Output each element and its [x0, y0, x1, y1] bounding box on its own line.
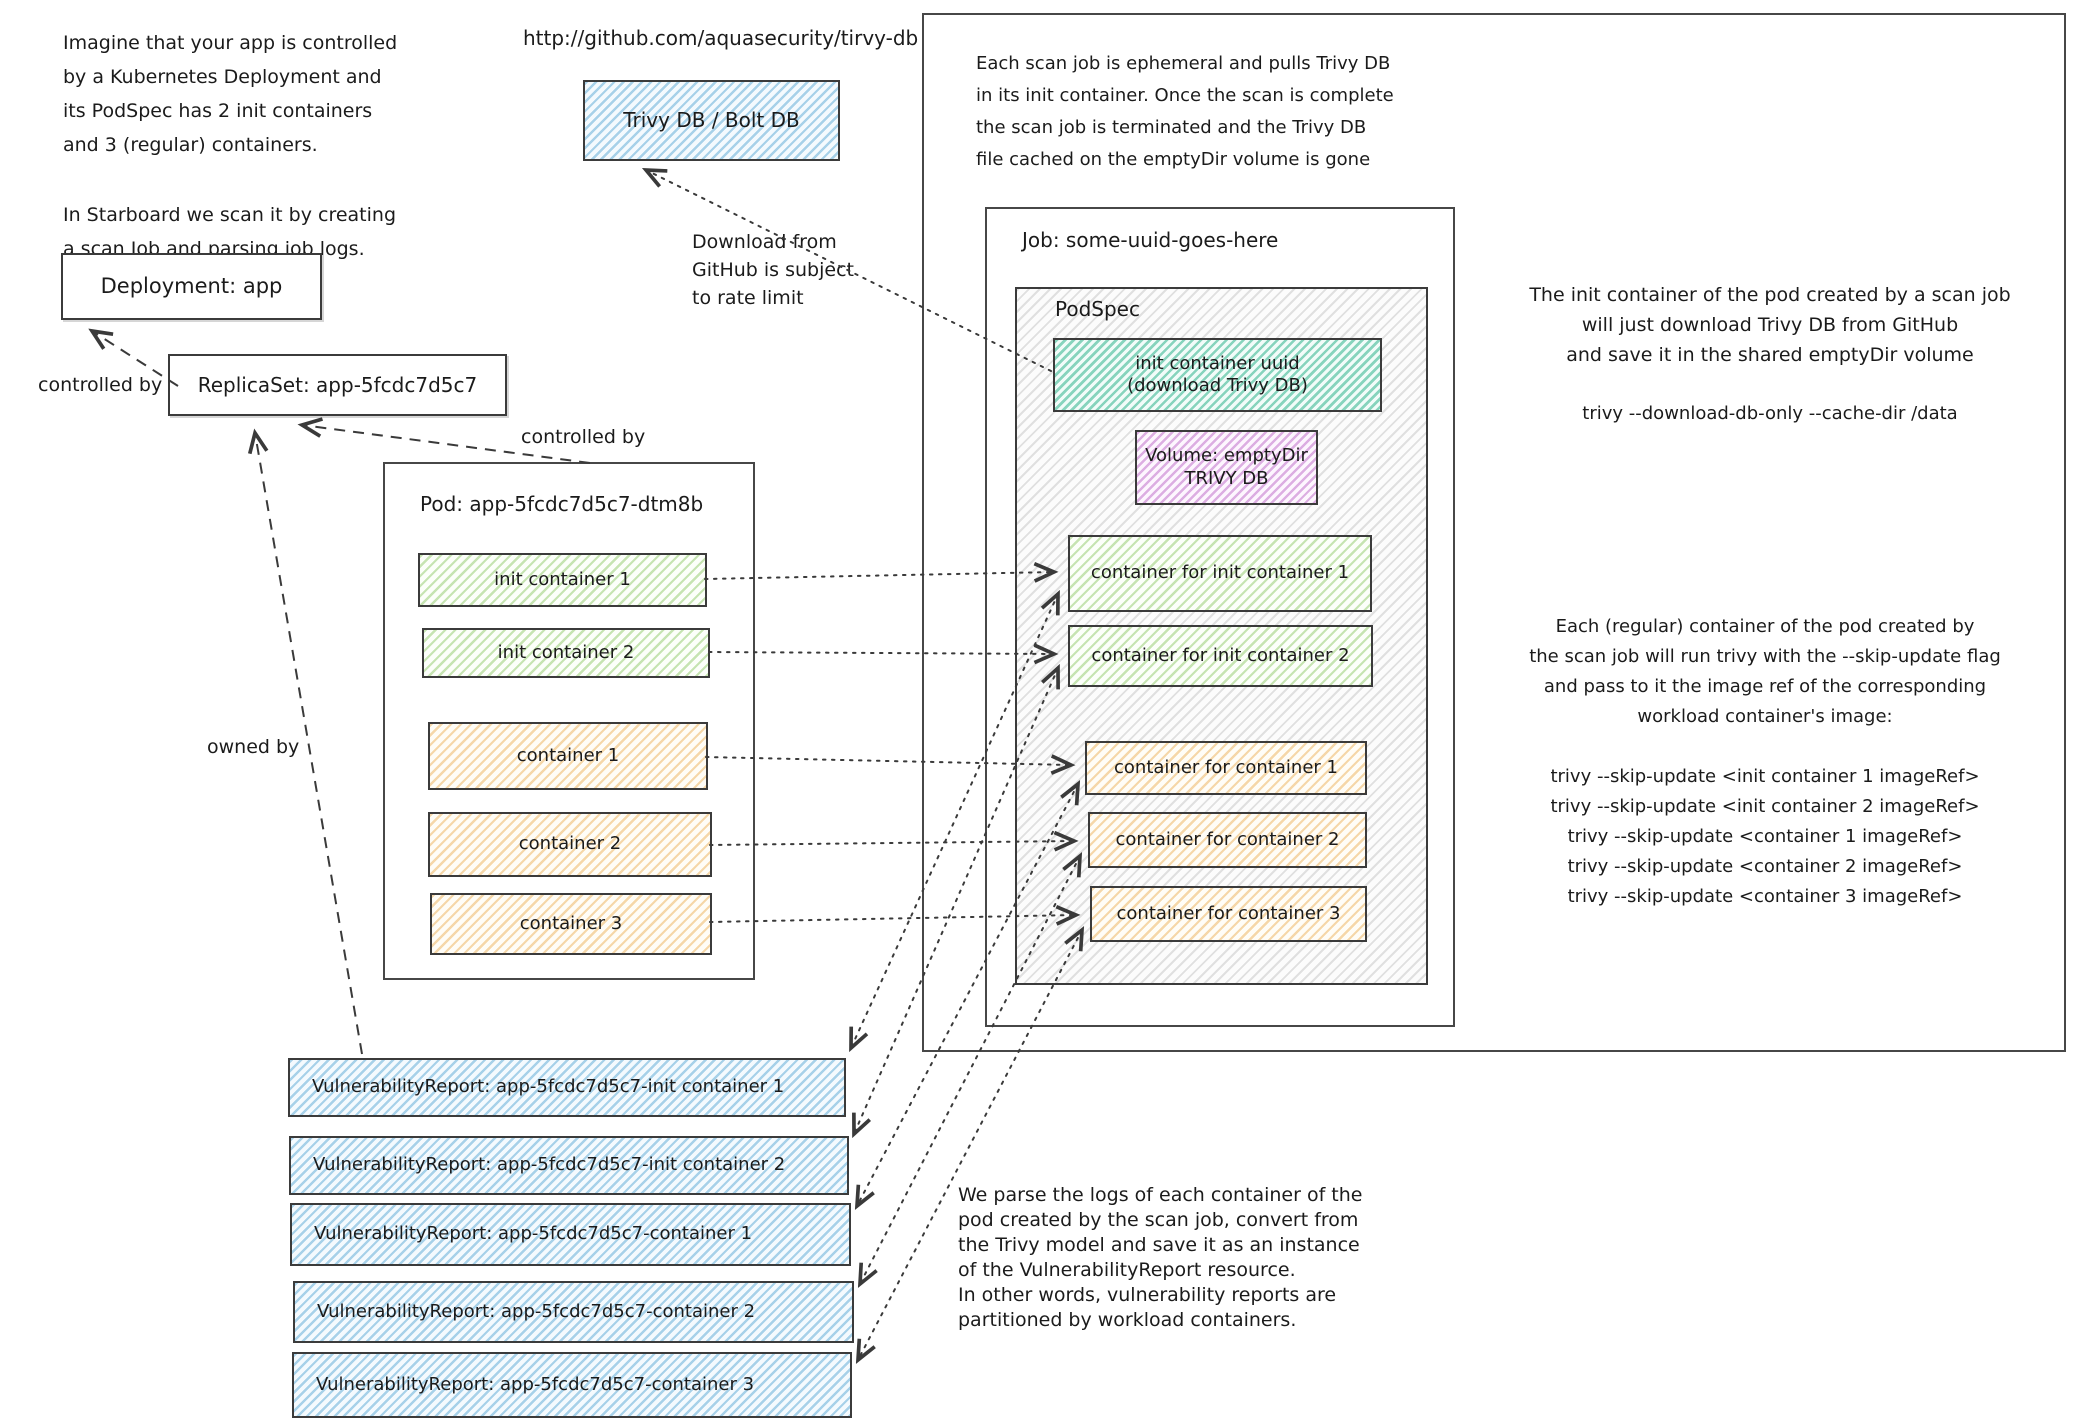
- intro-note-1: Imagine that your app is controlled by a…: [63, 32, 398, 156]
- trivy-command-2: trivy --skip-update <init container 2 im…: [1550, 796, 1980, 817]
- scan-container-box-3: container for container 1: [1085, 741, 1367, 795]
- trivy-db-box: Trivy DB / Bolt DB: [583, 80, 840, 161]
- trivy-db-url: http://github.com/aquasecurity/tirvy-db: [523, 26, 919, 50]
- replicaset-box: ReplicaSet: app-5fcdc7d5c7: [168, 354, 507, 416]
- scan-scope-frame: [922, 13, 2066, 1052]
- job-title: Job: some-uuid-goes-here: [1022, 228, 1279, 252]
- pod-container-2-box: container 2: [428, 812, 712, 877]
- pod-title: Pod: app-5fcdc7d5c7-dtm8b: [420, 492, 704, 516]
- controlled-by-label-1: controlled by: [38, 374, 163, 396]
- vulnerability-report-box-5: VulnerabilityReport: app-5fcdc7d5c7-cont…: [292, 1352, 852, 1418]
- vulnerability-report-box-2: VulnerabilityReport: app-5fcdc7d5c7-init…: [289, 1136, 849, 1195]
- podspec-title: PodSpec: [1055, 297, 1140, 321]
- deployment-box: Deployment: app: [61, 253, 322, 320]
- pod-init-container-1-box: init container 1: [418, 553, 707, 607]
- volume-emptydir-box: Volume: emptyDir TRIVY DB: [1135, 430, 1318, 505]
- pod-container-3-box: container 3: [430, 893, 712, 955]
- ephemeral-note: Each scan job is ephemeral and pulls Tri…: [976, 53, 1394, 170]
- scan-container-box-4: container for container 2: [1088, 812, 1367, 868]
- download-rate-limit-note: Download from GitHub is subject to rate …: [692, 231, 854, 309]
- vulnerability-report-box-3: VulnerabilityReport: app-5fcdc7d5c7-cont…: [290, 1203, 851, 1266]
- vulnerability-report-box-4: VulnerabilityReport: app-5fcdc7d5c7-cont…: [293, 1281, 854, 1343]
- owned-by-label: owned by: [207, 736, 300, 758]
- trivy-db-box-label: Trivy DB / Bolt DB: [623, 108, 800, 132]
- vulnerability-report-box-1: VulnerabilityReport: app-5fcdc7d5c7-init…: [288, 1058, 846, 1117]
- init-container-uuid-box: init container uuid (download Trivy DB): [1053, 338, 1382, 412]
- regular-container-note: Each (regular) container of the pod crea…: [1529, 616, 2001, 727]
- pod-init-container-2-box: init container 2: [422, 628, 710, 678]
- scan-container-box-5: container for container 3: [1090, 886, 1367, 942]
- init-command: trivy --download-db-only --cache-dir /da…: [1582, 403, 1958, 424]
- trivy-command-3: trivy --skip-update <container 1 imageRe…: [1567, 826, 1963, 847]
- scan-container-box-1: container for init container 1: [1068, 535, 1372, 612]
- trivy-command-1: trivy --skip-update <init container 1 im…: [1550, 766, 1980, 787]
- scan-container-box-2: container for init container 2: [1068, 625, 1373, 687]
- trivy-command-4: trivy --skip-update <container 2 imageRe…: [1567, 856, 1963, 877]
- controlled-by-label-2: controlled by: [521, 426, 646, 448]
- init-container-note: The init container of the pod created by…: [1529, 284, 2011, 366]
- parse-logs-note: We parse the logs of each container of t…: [958, 1184, 1363, 1331]
- trivy-command-5: trivy --skip-update <container 3 imageRe…: [1567, 886, 1963, 907]
- pod-container-1-box: container 1: [428, 722, 708, 790]
